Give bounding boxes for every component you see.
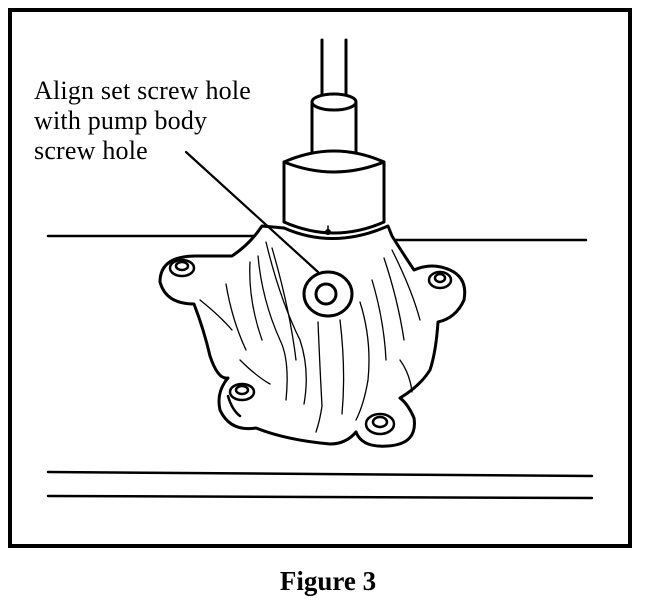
- callout-line-1: Align set screw hole: [34, 76, 252, 105]
- mounting-ear-left: [168, 258, 196, 278]
- callout-leader-line: [184, 150, 320, 274]
- shaft: [320, 38, 348, 100]
- casting-shading: [199, 241, 421, 433]
- pump-body: [158, 224, 467, 448]
- lower-reference-line-1: [46, 470, 594, 478]
- mounting-ear-bottom-left: [226, 382, 256, 418]
- set-screw-hole: [302, 270, 354, 318]
- callout-label: Align set screw hole with pump body scre…: [34, 76, 251, 166]
- mounting-ear-right: [427, 270, 453, 290]
- figure-caption: Figure 3: [279, 566, 377, 596]
- callout-line-2: with pump body: [34, 106, 208, 135]
- lower-reference-line-2: [46, 494, 594, 500]
- bearing-hub: [282, 149, 386, 235]
- mounting-ear-bottom-right: [364, 412, 396, 436]
- callout-line-3: screw hole: [34, 136, 148, 165]
